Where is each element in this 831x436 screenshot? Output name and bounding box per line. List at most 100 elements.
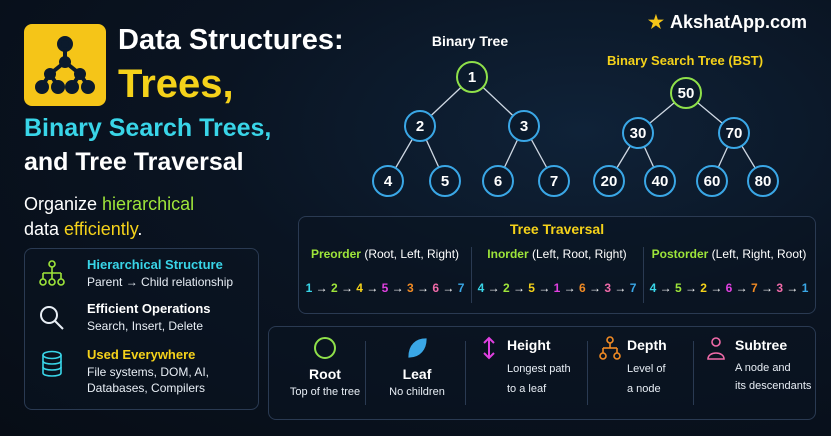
arrow-icon: →	[413, 281, 433, 295]
arrow-icon: →	[706, 281, 726, 295]
tree-diagrams: Binary Tree Binary Search Tree (BST) 1 2…	[372, 33, 779, 197]
arrow-icon: →	[611, 281, 630, 295]
term-leaf: Leaf No children	[377, 335, 457, 402]
traversal-postorder: Postorder (Left, Right, Root) 4 → 5 → 2 …	[647, 247, 811, 307]
term-desc-line: its descendants	[735, 380, 812, 392]
circle-icon	[314, 337, 336, 359]
binary-tree-node: 2	[404, 110, 436, 142]
arrow-icon: →	[732, 281, 752, 295]
traversal-step: 5	[674, 281, 682, 295]
arrow-icon: →	[585, 281, 605, 295]
traversal-inorder: Inorder (Left, Root, Right) 4 → 2 → 5 → …	[475, 247, 639, 307]
database-icon	[42, 350, 62, 377]
arrow-icon: →	[783, 281, 802, 295]
feature-desc-line: Databases, Compilers	[87, 381, 206, 395]
svg-text:80: 80	[755, 173, 772, 190]
divider	[465, 341, 466, 405]
arrow-icon: →	[439, 281, 458, 295]
traversal-panel: Tree Traversal Preorder (Root, Left, Rig…	[298, 216, 816, 314]
arrow-icon: →	[388, 281, 408, 295]
traversal-step: 2	[700, 281, 707, 295]
term-name: Leaf	[402, 366, 432, 382]
tagline-highlight: hierarchical	[102, 194, 195, 214]
svg-text:70: 70	[726, 125, 743, 142]
traversal-name: Postorder	[651, 247, 709, 261]
vertical-arrows-icon	[483, 336, 495, 360]
brand-label: AkshatApp.com	[669, 12, 807, 32]
tagline-part: data	[24, 219, 65, 239]
traversal-step: 4	[477, 281, 485, 295]
title-line-4: and Tree Traversal	[24, 148, 244, 176]
traversal-step: 5	[528, 281, 535, 295]
traversal-title: Tree Traversal	[509, 221, 605, 237]
traversal-preorder: Preorder (Root, Left, Right) 1 → 2 → 4 →…	[305, 247, 465, 307]
app-logo	[24, 24, 106, 106]
term-desc: No children	[389, 386, 445, 398]
bst-node: 60	[696, 165, 728, 197]
arrow-icon: →	[656, 281, 675, 295]
traversal-step: 7	[629, 281, 637, 295]
binary-tree-node: 5	[429, 165, 461, 197]
feature-title: Used Everywhere	[87, 347, 196, 362]
binary-tree-node: 7	[538, 165, 570, 197]
traversal-step: 3	[604, 281, 612, 295]
traversal-step: 2	[330, 281, 338, 295]
arrow-icon: →	[681, 281, 701, 295]
bst-node: 80	[747, 165, 779, 197]
binary-tree-node: 6	[482, 165, 514, 197]
traversal-order: (Left, Right, Root)	[708, 247, 807, 261]
feature-title: Hierarchical Structure	[87, 257, 223, 272]
binary-tree-title: Binary Tree	[432, 33, 508, 49]
traversal-step: 1	[553, 281, 561, 295]
magnifier-icon	[40, 306, 64, 330]
svg-text:30: 30	[630, 125, 647, 142]
arrow-icon: →	[484, 281, 503, 295]
traversal-step: 1	[305, 281, 313, 295]
arrow-icon: →	[337, 281, 357, 295]
divider	[693, 341, 694, 405]
binary-tree-node: 3	[508, 110, 540, 142]
traversal-sequence: 1 → 2 → 4 → 5 → 3 → 6 → 7	[305, 281, 465, 295]
traversal-name: Preorder	[310, 247, 361, 261]
feature-desc: Parent → Child relationship	[87, 275, 234, 289]
hierarchy-logo-icon	[35, 36, 95, 94]
tagline: Organize hierarchical data efficiently.	[24, 192, 254, 242]
traversal-step: 1	[801, 281, 809, 295]
divider	[587, 341, 588, 405]
title-line-3: Binary Search Trees,	[24, 114, 272, 142]
traversal-step: 6	[432, 281, 440, 295]
svg-text:5: 5	[441, 173, 449, 190]
term-desc-line: Level of	[627, 363, 666, 375]
traversal-step: 2	[502, 281, 510, 295]
title-line-2: Trees,	[118, 62, 234, 106]
bst-node: 40	[644, 165, 676, 197]
traversal-step: 6	[579, 281, 586, 295]
divider	[643, 247, 644, 303]
svg-text:6: 6	[494, 173, 502, 190]
term-root: Root Top of the tree	[285, 335, 365, 402]
tagline-highlight: efficiently	[64, 219, 138, 239]
bst-node: 20	[593, 165, 625, 197]
svg-text:3: 3	[520, 118, 528, 135]
bst-node: 70	[718, 117, 750, 149]
traversal-step: 7	[457, 281, 465, 295]
tagline-part: Organize	[24, 194, 103, 214]
brand[interactable]: ★AkshatApp.com	[648, 12, 807, 33]
traversal-order: (Root, Left, Right)	[360, 247, 460, 261]
term-name: Root	[309, 366, 341, 382]
divider	[471, 247, 472, 303]
hierarchy-icon	[39, 260, 65, 286]
bst-node-root: 50	[670, 77, 702, 109]
feature-desc: Search, Insert, Delete	[87, 319, 204, 333]
feature-title: Efficient Operations	[87, 301, 211, 316]
tagline-part: .	[137, 219, 143, 239]
term-desc-line: Longest path	[507, 363, 571, 375]
term-desc: Top of the tree	[289, 386, 361, 398]
title-line-1: Data Structures:	[118, 24, 344, 56]
arrow-icon: →	[534, 281, 554, 295]
svg-text:40: 40	[652, 173, 669, 190]
